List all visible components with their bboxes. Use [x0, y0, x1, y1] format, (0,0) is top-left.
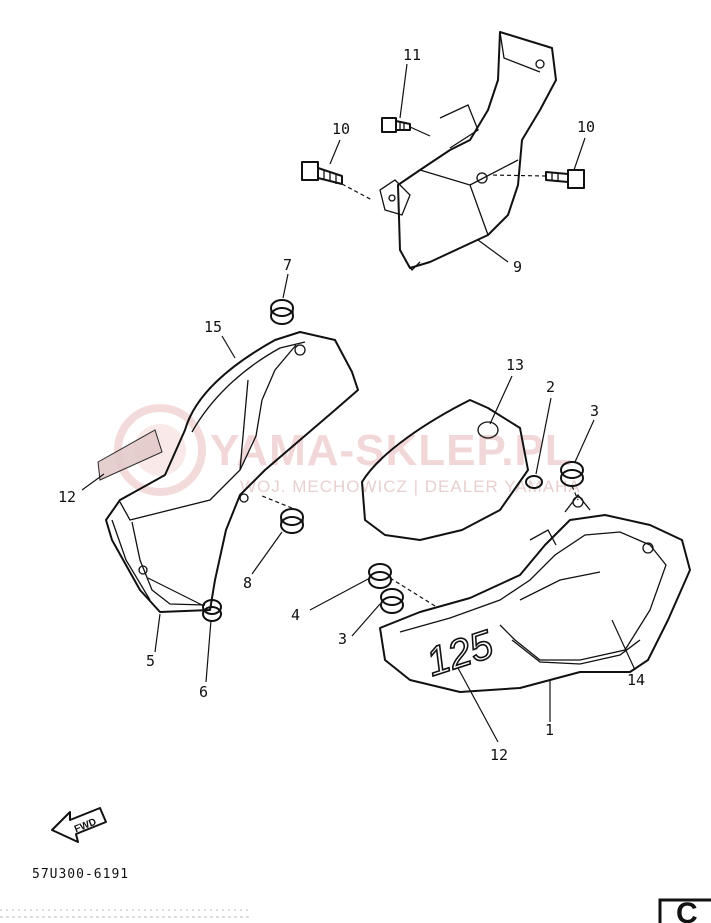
scan-noise [0, 909, 250, 918]
grommet-8 [261, 495, 304, 534]
grommet-3-upper [560, 461, 584, 501]
grommet-3-lower [380, 588, 404, 614]
left-side-cover [97, 331, 359, 613]
callout-2: 2 [546, 378, 555, 396]
callout-3-upper: 3 [590, 402, 599, 420]
fwd-arrow-icon: FWD [51, 807, 107, 843]
callouts: 11 10 10 9 7 15 13 2 3 12 8 4 3 5 6 14 1… [58, 46, 645, 764]
page-corner-letter: C [676, 897, 698, 923]
callout-14: 14 [627, 671, 645, 689]
grommet-6 [147, 577, 222, 622]
cover-pad-13 [361, 399, 529, 541]
watermark-sub: WOJ. MECHOWICZ | DEALER YAMAHA [240, 477, 581, 496]
callout-7: 7 [283, 256, 292, 274]
bolt-10-left [301, 161, 373, 201]
page-corner-box: C [658, 897, 711, 923]
callout-10-left: 10 [332, 120, 350, 138]
grommet-4 [368, 563, 436, 607]
callout-3-lower: 3 [338, 630, 347, 648]
callout-11: 11 [403, 46, 421, 64]
leader-lines [81, 63, 636, 743]
callout-1: 1 [545, 721, 554, 739]
callout-9: 9 [513, 258, 522, 276]
callout-12-right: 12 [490, 746, 508, 764]
callout-5: 5 [146, 652, 155, 670]
fwd-label: FWD [73, 817, 98, 836]
callout-6: 6 [199, 683, 208, 701]
right-side-cover: 125 [379, 493, 691, 693]
callout-4: 4 [291, 606, 300, 624]
diagram-code: 57U300-6191 [32, 867, 129, 882]
grommet-7 [270, 299, 294, 325]
grommet-2 [525, 475, 543, 489]
callout-13: 13 [506, 356, 524, 374]
cover-decal-125: 125 [421, 622, 499, 685]
callout-10-right: 10 [577, 118, 595, 136]
callout-12-left: 12 [58, 488, 76, 506]
callout-8: 8 [243, 574, 252, 592]
bolt-11 [381, 117, 431, 137]
callout-15: 15 [204, 318, 222, 336]
air-box-bracket [379, 31, 557, 272]
bolt-10-right [489, 169, 585, 189]
